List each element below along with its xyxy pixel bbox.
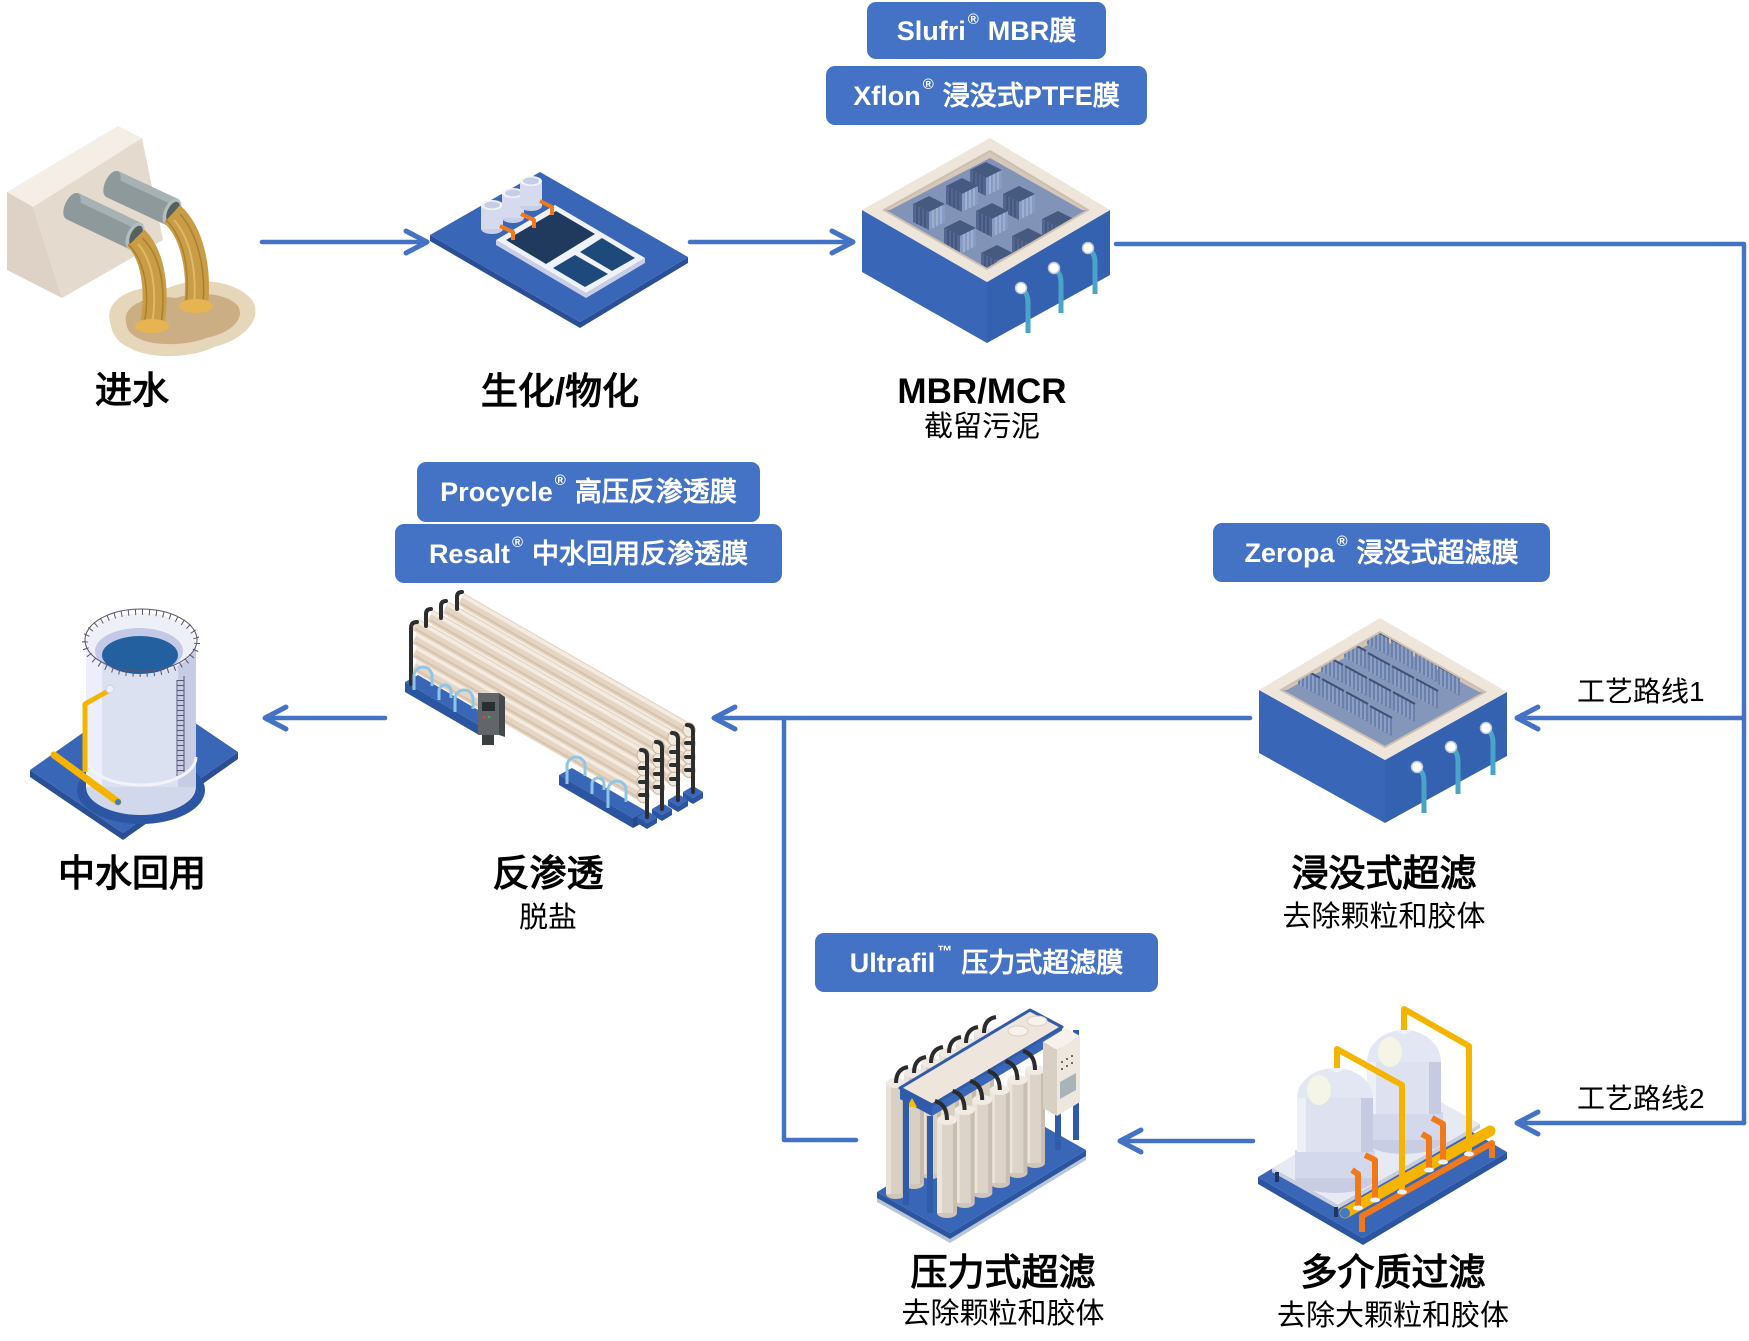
- registered-mark: ®: [967, 10, 979, 28]
- stage-subtitle-mbr: 截留污泥: [923, 411, 1041, 443]
- uf-module: [1007, 1075, 1028, 1178]
- flow-route1-to-submerged-uf-arrow: [1514, 704, 1747, 732]
- uf-module: [1025, 1065, 1045, 1168]
- product-badge-zeropa: Zeropa® 浸没式超滤膜: [1213, 523, 1550, 582]
- badge-product: 浸没式超滤膜: [1356, 537, 1519, 568]
- permeate-pipes: [1014, 241, 1098, 333]
- registered-mark: ®: [554, 472, 566, 489]
- badge-brand: Slufri: [896, 15, 966, 46]
- stage-title-intake: 进水: [95, 370, 169, 411]
- stage-subtitle-multimedia-filter: 去除大颗粒和胶体: [1276, 1300, 1510, 1332]
- filter-vessel-front: [1295, 1066, 1375, 1193]
- ro-header-risers: [638, 723, 695, 819]
- uf-module: [937, 1115, 957, 1218]
- flow-pressure-uf-to-ro-line: [781, 715, 859, 1143]
- ro-control-box: [478, 693, 505, 745]
- flow-mbr-outlet-trunk-line: [1113, 241, 1747, 1126]
- registered-mark: ®: [511, 533, 524, 551]
- badge-brand: Ultrafil: [849, 947, 936, 978]
- stage-title-pressure-uf: 压力式超滤: [910, 1252, 1096, 1293]
- badge-brand: Zeropa: [1244, 537, 1335, 568]
- badge-product: 高压反渗透膜: [574, 477, 737, 507]
- product-badge-resalt: Resalt® 中水回用反渗透膜: [395, 524, 782, 583]
- stage-title-reuse: 中水回用: [58, 853, 206, 894]
- stage-title-submerged-uf: 浸没式超滤: [1291, 853, 1477, 894]
- sewage-outfall-icon: [7, 126, 256, 357]
- multimedia-filter-icon: [1258, 1006, 1507, 1245]
- uf-module: [954, 1105, 975, 1208]
- flow-route2-to-multimedia-filter-arrow: [1514, 1109, 1747, 1137]
- chemical-dosing-tanks: [481, 176, 542, 234]
- stage-subtitle-submerged-uf: 去除颗粒和胶体: [1282, 901, 1486, 933]
- tank-ladder: [176, 676, 185, 776]
- product-badge-xflon: Xflon® 浸没式PTFE膜: [826, 66, 1147, 125]
- stage-subtitle-pressure-uf: 去除颗粒和胶体: [901, 1298, 1105, 1330]
- uf-module: [989, 1085, 1010, 1188]
- product-badge-procycle: Procycle® 高压反渗透膜: [417, 462, 760, 522]
- badge-product: 浸没式PTFE膜: [942, 80, 1120, 111]
- stage-subtitle-ro: 脱盐: [518, 902, 578, 934]
- yellow-process-pipes: [1334, 1006, 1496, 1219]
- product-badge-slufri: Slufri® MBR膜: [867, 2, 1106, 59]
- flow-pretreatment-to-mbr-arrow: [687, 228, 856, 256]
- registered-mark: ®: [1336, 532, 1348, 550]
- control-cabinet: [1043, 1028, 1080, 1116]
- pressure-uf-skid-icon: [877, 1008, 1086, 1243]
- orange-process-pipes: [1350, 1115, 1495, 1232]
- flow-multimedia-to-pressure-uf-arrow: [1117, 1127, 1256, 1155]
- flow-submerged-uf-to-ro-arrow: [711, 704, 1253, 732]
- badge-brand: Xflon: [853, 80, 921, 111]
- badge-brand: Procycle: [440, 477, 553, 507]
- ro-rack-icon: [405, 592, 703, 829]
- permeate-pipes: [1410, 721, 1496, 813]
- badge-brand: Resalt: [428, 538, 510, 569]
- stage-title-mbr: MBR/MCR: [897, 372, 1067, 411]
- stage-title-ro: 反渗透: [492, 853, 604, 894]
- mbr-tank-icon: [862, 138, 1110, 343]
- stage-title-multimedia-filter: 多介质过滤: [1300, 1252, 1486, 1293]
- uf-header-manifold: [898, 1008, 1064, 1116]
- flow-ro-to-reuse-arrow: [262, 704, 388, 732]
- submerged-uf-tank-icon: [1259, 618, 1507, 823]
- ro-u-loops: [412, 665, 628, 808]
- biochemical-basin-icon: [430, 172, 688, 328]
- trademark-mark: ™: [937, 942, 953, 960]
- storage-tank-icon: [30, 608, 238, 840]
- uf-module: [972, 1095, 993, 1198]
- badge-product: 中水回用反渗透膜: [532, 538, 749, 569]
- route-label-1: 工艺路线1: [1577, 676, 1705, 707]
- badge-product: 压力式超滤膜: [961, 947, 1124, 978]
- flow-intake-to-pretreatment-arrow: [259, 228, 430, 256]
- route-label-2: 工艺路线2: [1577, 1083, 1705, 1114]
- stage-title-pretreatment: 生化/物化: [480, 371, 640, 412]
- badge-product: MBR膜: [987, 15, 1077, 46]
- registered-mark: ®: [922, 75, 934, 93]
